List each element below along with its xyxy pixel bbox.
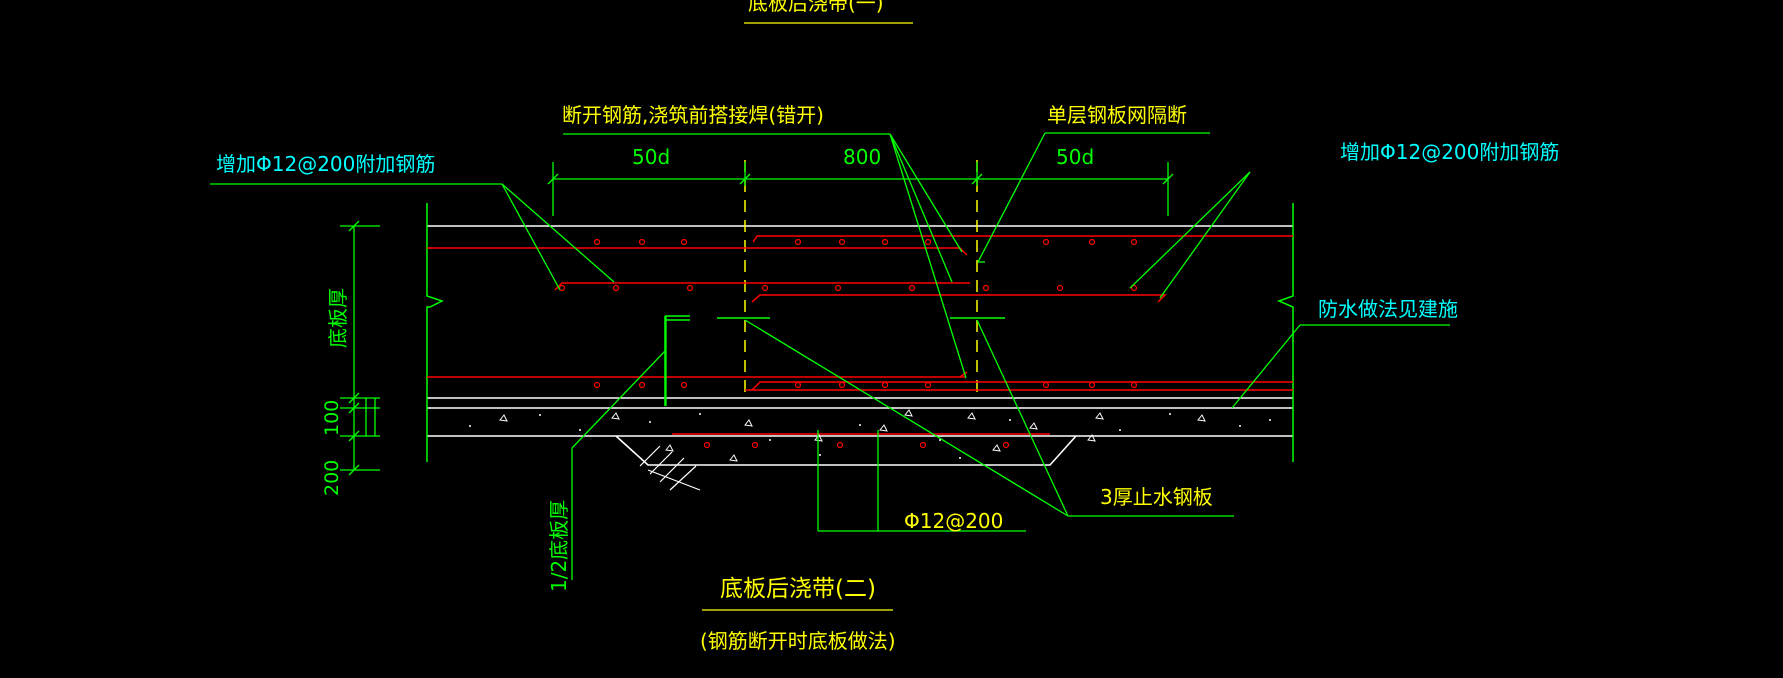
left-dimension	[340, 220, 380, 476]
concrete-hatch	[499, 409, 1206, 462]
top-dimension	[547, 162, 1174, 216]
dim-200-label: 200	[321, 460, 343, 496]
slab-thickness-label: 底板厚	[326, 288, 350, 348]
steel-plate-note: 3厚止水钢板	[1100, 485, 1213, 509]
dim-800: 800	[843, 145, 881, 169]
bottom-rebar-note: Φ12@200	[904, 509, 1003, 533]
dim-100-label: 100	[321, 400, 343, 436]
cut-rebar-note: 断开钢筋,浇筑前搭接焊(错开)	[562, 103, 824, 127]
rebar-dots	[558, 238, 1138, 449]
rebar-lines	[427, 235, 1293, 435]
concrete-dots	[469, 413, 1271, 459]
add-rebar-left-note: 增加Φ12@200附加钢筋	[216, 152, 435, 176]
waterproof-note: 防水做法见建施	[1318, 297, 1458, 321]
half-slab-label: 1/2底板厚	[547, 500, 571, 592]
slab-outline	[427, 225, 1293, 466]
single-mesh-note: 单层钢板网隔断	[1047, 103, 1187, 127]
soil-hatch	[639, 445, 701, 491]
leader-lines	[210, 132, 1450, 532]
bottom-title: 底板后浇带(二)	[720, 576, 876, 602]
dim-50d-left: 50d	[632, 145, 670, 169]
top-title: 底板后浇带(一)	[748, 0, 884, 15]
add-rebar-right-note: 增加Φ12@200附加钢筋	[1340, 140, 1559, 164]
dim-50d-right: 50d	[1056, 145, 1094, 169]
half-slab-dimension	[571, 316, 667, 580]
left-break-line	[426, 203, 444, 462]
water-stop-pit	[664, 315, 1005, 406]
bottom-subtitle: (钢筋断开时底板做法)	[700, 629, 896, 653]
right-break-line	[1276, 203, 1294, 462]
